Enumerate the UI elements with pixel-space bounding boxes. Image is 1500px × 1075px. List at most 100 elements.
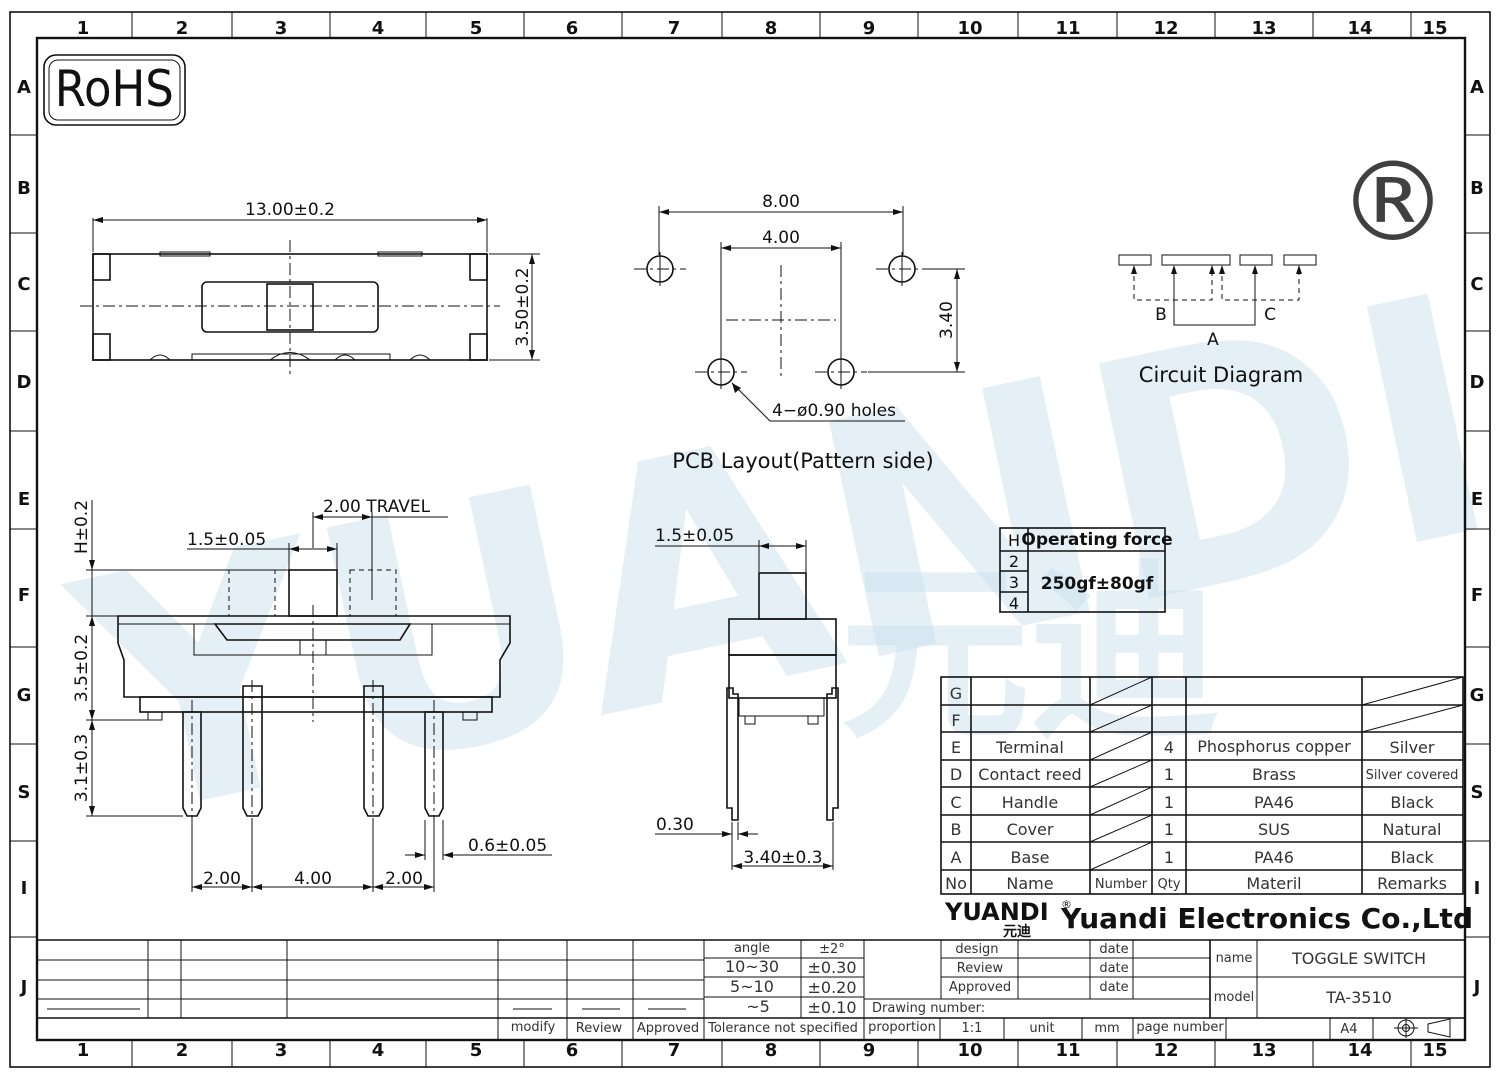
- company-name: Yuandi Electronics Co.,Ltd: [1060, 902, 1473, 935]
- force-row-label: 2: [1009, 552, 1019, 571]
- sheet-size: A4: [1340, 1022, 1357, 1037]
- frame-col-label: 13: [1251, 18, 1276, 39]
- circuit-pad: [1239, 254, 1273, 266]
- frame-col-label: 11: [1055, 18, 1080, 39]
- frame-row-label: A: [17, 77, 31, 98]
- pcb-caption: PCB Layout(Pattern side): [672, 449, 933, 473]
- bom-row-no: F: [951, 711, 960, 730]
- outer-border: [9, 11, 1491, 1068]
- bom-table: G F E Terminal 4 Phosphorus copper Silve…: [940, 676, 1464, 895]
- person-approved: Approved: [949, 980, 1011, 995]
- front-pitch-b: 4.00: [294, 869, 332, 889]
- bom-row-name: Cover: [1007, 820, 1054, 839]
- drawing-frame: [9, 11, 1491, 1068]
- bom-header-no: No: [945, 874, 967, 893]
- bom-row-material: SUS: [1258, 820, 1290, 839]
- front-pitch-a: 2.00: [203, 869, 241, 889]
- pcb-pitch-inner: 4.00: [762, 228, 800, 248]
- name-value: TOGGLE SWITCH: [1291, 949, 1426, 968]
- frame-col-label: 5: [470, 1040, 483, 1061]
- model-label: model: [1214, 990, 1254, 1005]
- watermark-cn: 元迪: [840, 544, 1220, 765]
- frame-row-label: J: [19, 977, 28, 998]
- bom-row-qty: 4: [1164, 738, 1174, 757]
- side-pin-thickness-dim: 0.30: [656, 815, 694, 835]
- sig-modify: modify: [511, 1020, 556, 1035]
- tol-value: ±0.10: [807, 998, 856, 1017]
- pcb-layout: 8.00 4.00 3.40 4−ø0.90 holes PCB Layout(…: [634, 192, 965, 473]
- frame-col-label: 15: [1422, 1040, 1447, 1061]
- frame-row-label: I: [21, 878, 28, 899]
- front-pin-width-dim: 0.6±0.05: [468, 836, 547, 856]
- circuit-pad: [1283, 254, 1317, 266]
- tol-range: 5~10: [730, 977, 774, 996]
- front-h-dim: H±0.2: [72, 500, 92, 554]
- frame-row-label: S: [18, 782, 31, 803]
- top-width-dim: 13.00±0.2: [245, 200, 335, 220]
- tol-range: ~5: [746, 997, 770, 1016]
- frame-row-label: B: [17, 178, 31, 199]
- frame-row-label: A: [1470, 77, 1484, 98]
- front-pitch-c: 2.00: [385, 869, 423, 889]
- frame-labels: 1122334455667788991010111112121313141415…: [17, 18, 1485, 1061]
- frame-col-label: 10: [957, 1040, 982, 1061]
- frame-col-label: 7: [668, 18, 681, 39]
- bom-row-no: E: [951, 738, 961, 757]
- model-value: TA-3510: [1325, 988, 1392, 1007]
- circuit-label-c: C: [1264, 305, 1276, 325]
- frame-row-label: G: [17, 685, 32, 706]
- frame-row-label: E: [1471, 489, 1483, 510]
- frame-col-label: 3: [275, 18, 288, 39]
- person-review: Review: [957, 961, 1004, 976]
- title-block: modify Review Approved angle ±2° 10~30 ±…: [37, 939, 1465, 1040]
- bom-row-qty: 1: [1164, 820, 1174, 839]
- bom-row-no: A: [951, 848, 962, 867]
- bom-row-remarks: Black: [1390, 793, 1434, 812]
- rohs-text: RoHS: [55, 61, 174, 119]
- company-logo: YUANDI: [944, 898, 1049, 926]
- bom-header-number: Number: [1095, 877, 1148, 892]
- frame-row-label: D: [1470, 372, 1485, 393]
- frame-col-label: 13: [1251, 1040, 1276, 1061]
- side-view: 1.5±0.05 0.30 3.40±0.3: [655, 526, 839, 870]
- frame-col-label: 9: [863, 18, 876, 39]
- pcb-holes-note: 4−ø0.90 holes: [772, 401, 896, 421]
- company-logo-cn: 元迪: [1003, 923, 1031, 940]
- frame-row-label: B: [1470, 178, 1484, 199]
- drawing-number-label: Drawing number:: [872, 1001, 985, 1016]
- bom-row-material: PA46: [1254, 793, 1294, 812]
- circuit-pad: [1118, 254, 1152, 266]
- bom-row-qty: 1: [1164, 848, 1174, 867]
- date-label: date: [1099, 942, 1128, 957]
- frame-col-label: 14: [1347, 18, 1372, 39]
- front-body-dim: 3.5±0.2: [72, 634, 92, 702]
- frame-col-label: 8: [765, 18, 778, 39]
- bom-header-qty: Qty: [1157, 877, 1180, 892]
- side-pin-span-dim: 3.40±0.3: [743, 848, 822, 868]
- frame-col-label: 2: [176, 18, 189, 39]
- date-label: date: [1099, 980, 1128, 995]
- bom-row-material: PA46: [1254, 848, 1294, 867]
- frame-col-label: 1: [77, 18, 90, 39]
- force-row-label: 4: [1009, 594, 1019, 613]
- bom-row-qty: 1: [1164, 765, 1174, 784]
- bom-row-no: G: [950, 684, 962, 703]
- frame-col-label: 12: [1153, 1040, 1178, 1061]
- bom-row-material: Phosphorus copper: [1197, 737, 1351, 756]
- bom-header-material: Materil: [1246, 874, 1301, 893]
- frame-row-label: F: [18, 585, 30, 606]
- inner-border: [35, 36, 1467, 1042]
- frame-row-label: J: [1472, 977, 1481, 998]
- bom-row-no: C: [950, 793, 961, 812]
- sig-review: Review: [576, 1021, 623, 1036]
- frame-col-label: 4: [372, 18, 385, 39]
- front-view: 2.00 TRAVEL 1.5±0.05: [72, 497, 552, 892]
- bom-row-name: Contact reed: [978, 765, 1081, 784]
- frame-row-label: E: [18, 489, 30, 510]
- frame-col-label: 8: [765, 1040, 778, 1061]
- proportion-value: 1:1: [962, 1021, 983, 1036]
- top-view: 13.00±0.2 3.50±0.2: [80, 200, 540, 375]
- frame-col-label: 6: [566, 1040, 579, 1061]
- frame-col-label: 6: [566, 18, 579, 39]
- frame-ticks: [10, 12, 1490, 1067]
